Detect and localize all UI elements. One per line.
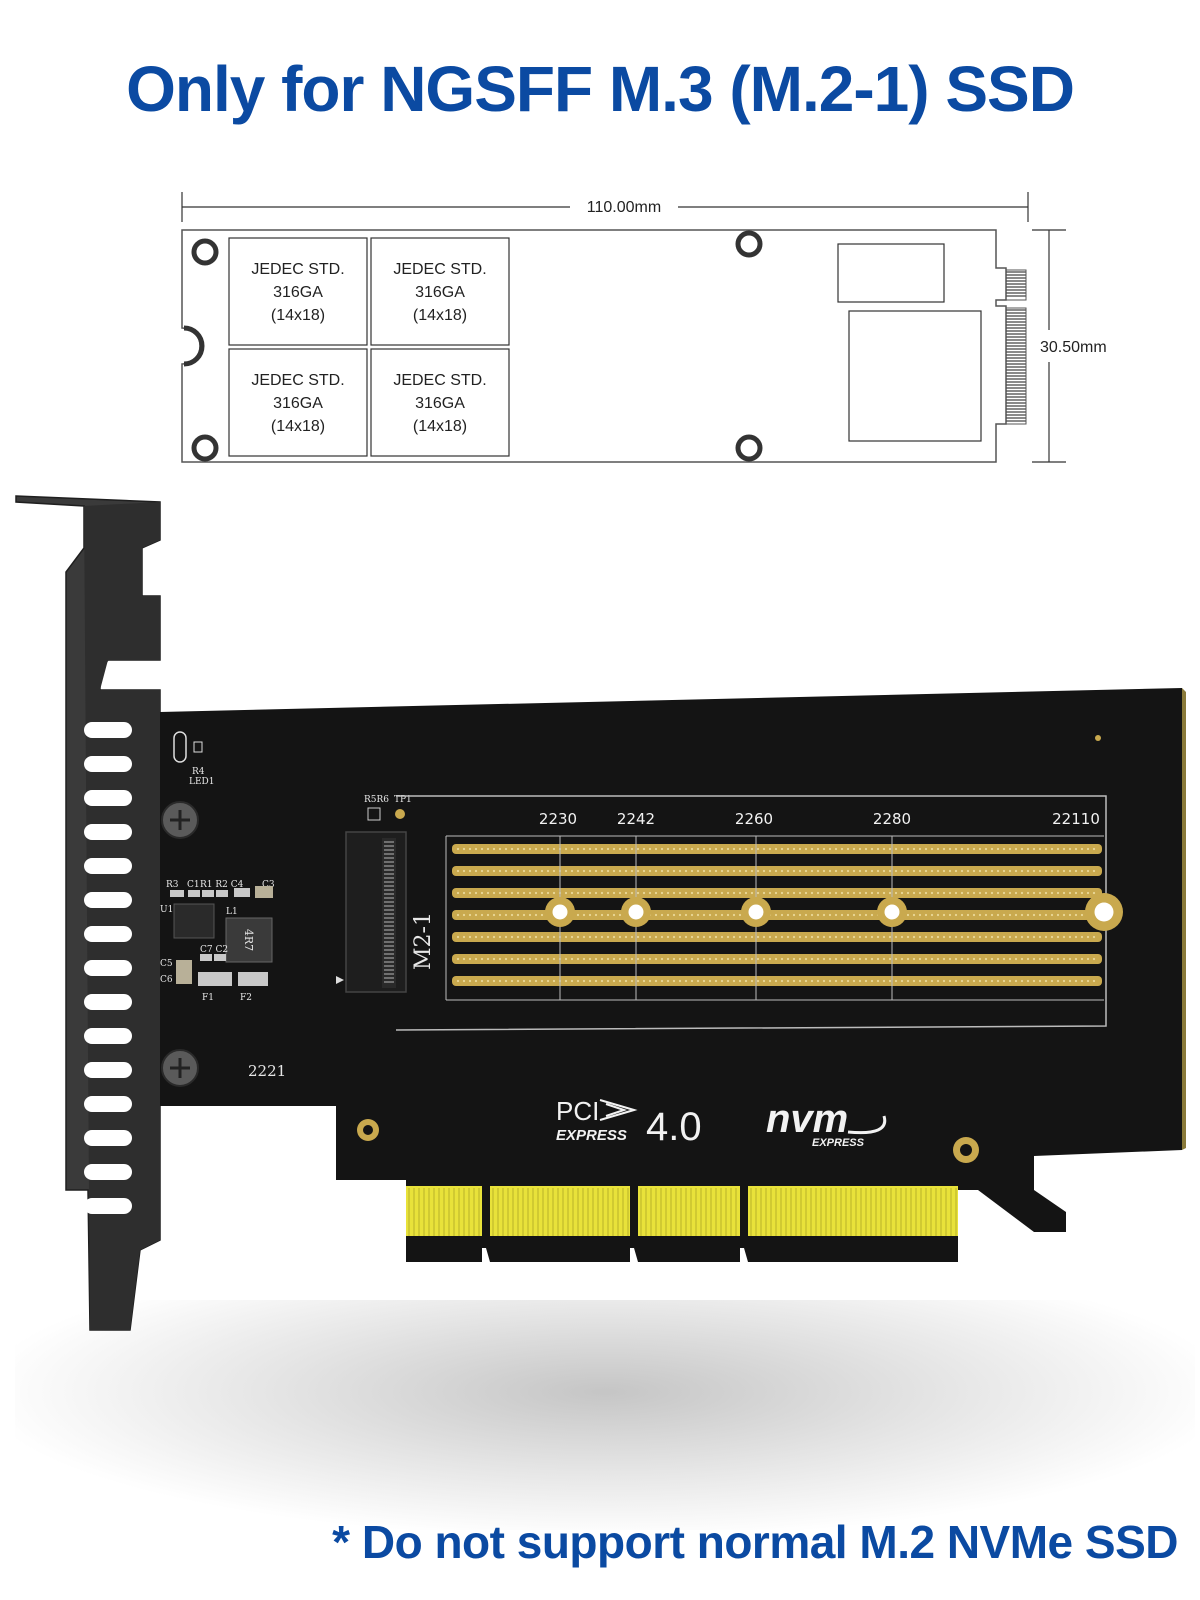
silk-tp1: TP1 bbox=[394, 795, 412, 805]
ssd-mounting-area: 2230 2242 2260 2280 22110 bbox=[445, 810, 1123, 1001]
bracket-screw-bottom bbox=[161, 1049, 199, 1087]
size-label-22110: 22110 bbox=[1052, 810, 1100, 828]
pcie-bracket bbox=[15, 495, 161, 1331]
page-title: Only for NGSFF M.3 (M.2-1) SSD bbox=[126, 53, 1075, 125]
bracket-vent-slots bbox=[84, 722, 132, 1214]
size-label-2230: 2230 bbox=[539, 810, 577, 828]
chip-label-line1: JEDEC STD. bbox=[251, 261, 344, 278]
controller-chip bbox=[848, 310, 982, 442]
ssd-dimension-diagram: 110.00mm 30.50mm JEDEC STD. 316GA (14x18… bbox=[181, 192, 1107, 463]
width-dimension-label: 110.00mm bbox=[587, 199, 661, 216]
silk-c5: C5 bbox=[160, 959, 173, 969]
adapter-pcb: R4 LED1 R3 C1 R1 R2 C4 C3 U1 L1 4R7 C7 C… bbox=[160, 688, 1186, 1262]
pcie-version: 4.0 bbox=[646, 1105, 702, 1149]
m2-socket: R5R6 TP1 M2-1 bbox=[336, 795, 436, 993]
pcie-logo-subtext: EXPRESS bbox=[556, 1127, 627, 1144]
chip-label-line3: (14x18) bbox=[271, 418, 325, 435]
dram-chip bbox=[837, 243, 945, 303]
silk-f1: F1 bbox=[202, 993, 214, 1003]
inductor-marking: 4R7 bbox=[242, 929, 255, 951]
silk-c6: C6 bbox=[160, 975, 173, 985]
silk-c3: C3 bbox=[262, 880, 275, 890]
nand-chip-1: JEDEC STD. 316GA (14x18) bbox=[228, 237, 368, 346]
chip-label-line3: (14x18) bbox=[413, 418, 467, 435]
m2-connector-pins bbox=[1005, 269, 1027, 425]
nvme-logo-text: nvm bbox=[766, 1097, 848, 1141]
nvme-logo: nvm EXPRESS bbox=[766, 1097, 887, 1149]
slot-label: M2-1 bbox=[411, 912, 436, 970]
nand-chip-4: JEDEC STD. 316GA (14x18) bbox=[370, 348, 510, 457]
chip-label-line1: JEDEC STD. bbox=[251, 372, 344, 389]
nand-chip-3: JEDEC STD. 316GA (14x18) bbox=[228, 348, 368, 457]
pcie-gold-fingers bbox=[406, 1186, 958, 1236]
nand-chip-2: JEDEC STD. 316GA (14x18) bbox=[370, 237, 510, 346]
silk-led1: LED1 bbox=[189, 777, 215, 787]
chip-label-line1: JEDEC STD. bbox=[393, 261, 486, 278]
chip-label-line2: 316GA bbox=[273, 395, 323, 412]
bracket-screw-top bbox=[161, 801, 199, 839]
silk-r4: R4 bbox=[192, 767, 205, 777]
product-shadow bbox=[15, 1300, 1195, 1530]
pcie-logo-text: PCI bbox=[556, 1096, 599, 1126]
chip-label-line2: 316GA bbox=[273, 284, 323, 301]
nvme-logo-subtext: EXPRESS bbox=[812, 1137, 865, 1149]
silk-c1: C1 bbox=[187, 880, 200, 890]
silk-l1: L1 bbox=[226, 907, 238, 917]
height-dimension-label: 30.50mm bbox=[1040, 339, 1107, 356]
silk-f2: F2 bbox=[240, 993, 252, 1003]
compatibility-footnote: * Do not support normal M.2 NVMe SSD bbox=[332, 1516, 1178, 1568]
size-label-2260: 2260 bbox=[735, 810, 773, 828]
chip-label-line3: (14x18) bbox=[413, 307, 467, 324]
size-label-2242: 2242 bbox=[617, 810, 655, 828]
silk-u1: U1 bbox=[160, 905, 173, 915]
silk-r3: R3 bbox=[166, 880, 179, 890]
pcie-4-logo: PCI EXPRESS 4.0 bbox=[556, 1096, 702, 1149]
silk-c7c2: C7 C2 bbox=[200, 945, 228, 955]
chip-label-line2: 316GA bbox=[415, 395, 465, 412]
chip-label-line3: (14x18) bbox=[271, 307, 325, 324]
silk-r5r6: R5R6 bbox=[364, 795, 389, 805]
power-circuit: R3 C1 R1 R2 C4 C3 U1 L1 4R7 C7 C2 C5 C6 … bbox=[160, 880, 275, 1003]
chip-label-line1: JEDEC STD. bbox=[393, 372, 486, 389]
size-label-2280: 2280 bbox=[873, 810, 911, 828]
date-code: 2221 bbox=[248, 1062, 286, 1080]
chip-label-line2: 316GA bbox=[415, 284, 465, 301]
silk-r1r2c4: R1 R2 C4 bbox=[200, 880, 244, 890]
